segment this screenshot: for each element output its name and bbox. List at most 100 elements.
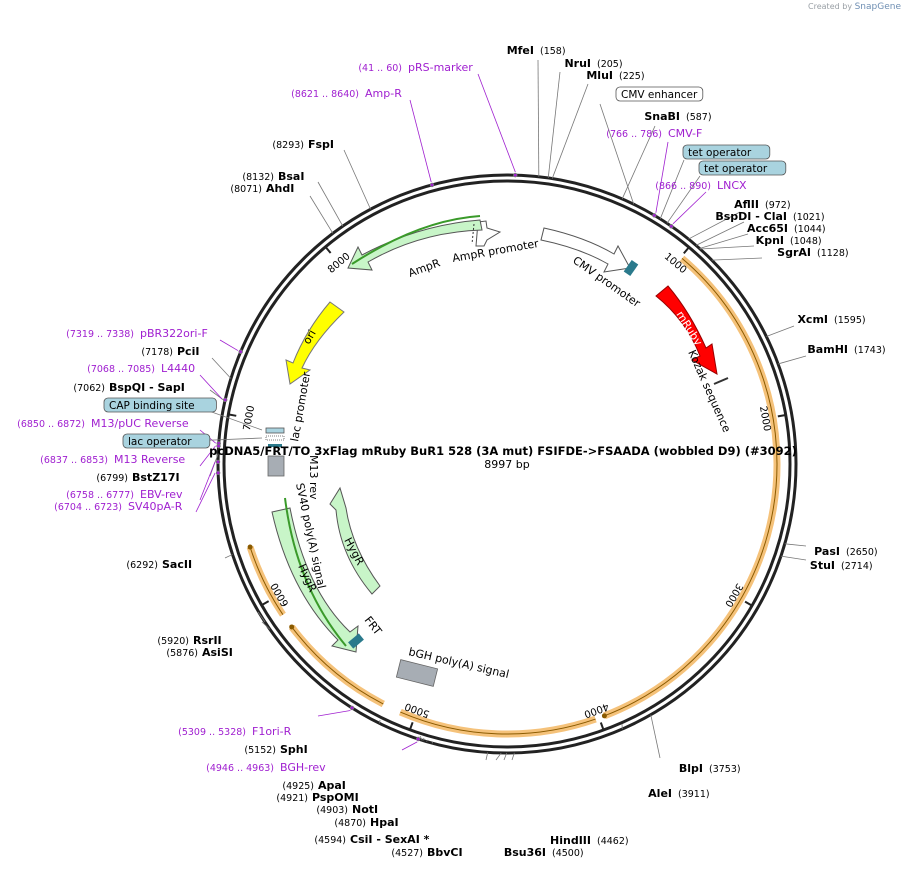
enzyme-pos: (6799) [96,473,128,484]
enzyme-fspi[interactable]: (8293)FspI [272,138,334,151]
primer-leader [219,339,239,351]
enzyme-xcmi[interactable]: XcmI(1595) [797,313,865,326]
enzyme-sgrai[interactable]: SgrAI(1128) [777,246,848,259]
f1-arrowhead [247,544,253,550]
enzyme-name: HindIII [550,834,591,847]
primer-lncx[interactable]: (866 .. 890)LNCX [655,179,747,192]
enzyme-hindiii[interactable]: HindIII (4462) [550,834,629,847]
enzyme-alei[interactable]: AleI(3911) [648,787,709,800]
leader [688,211,741,240]
leader [261,621,271,630]
primer-range: (4946 .. 4963) [206,763,274,774]
primer-f1ori-r[interactable]: (5309 .. 5328)F1ori-R [178,725,291,738]
ori-arrow [285,301,345,385]
feature-cap-binding-site[interactable]: CAP binding site [103,397,217,413]
enzyme-name: MluI [586,69,613,82]
primer-pbr322ori-f[interactable]: (7319 .. 7338)pBR322ori-F [66,327,208,340]
enzyme-aflii[interactable]: AflII(972) [734,198,790,211]
enzyme-mfei[interactable]: MfeI(158) [507,44,566,57]
enzyme-blpi[interactable]: BlpI(3753) [679,762,741,775]
enzyme-pos: (4594) [314,835,346,846]
primer-prs-marker[interactable]: (41 .. 60)pRS-marker [358,61,473,74]
leader [659,159,685,220]
feature-box [122,433,211,449]
enzyme-pcii[interactable]: (7178)PciI [141,345,199,358]
enzyme-kpni[interactable]: KpnI(1048) [756,234,822,247]
enzyme-pos: (2714) [841,561,873,572]
enzyme-asisi[interactable]: (5876)AsiSI [166,646,232,659]
primer-name: M13 Reverse [114,453,185,466]
plasmid-name: pcDNA5/FRT/TO 3xFlag mRuby BuR1 528 (3A … [209,444,797,458]
enzyme-hpai[interactable]: (4870)HpaI [334,816,398,829]
primer-amp-r[interactable]: (8621 .. 8640)Amp-R [291,87,402,100]
enzyme-bbvci[interactable]: (4527)BbvCI [391,846,462,859]
sv40-block [267,455,285,477]
primer-l4440[interactable]: (7068 .. 7085)L4440 [87,362,195,375]
enzyme-pasi[interactable]: PasI(2650) [814,545,877,558]
enzyme-bstz17i[interactable]: (6799)BstZ17I [96,471,179,484]
primer-mark [415,736,421,742]
enzyme-pos: (4462) [597,836,629,847]
enzyme-bamhi[interactable]: BamHI(1743) [807,343,885,356]
enzyme-nrui[interactable]: NruI(205) [564,57,622,70]
enzyme-pos: (205) [597,59,623,70]
enzyme-noti[interactable]: (4903)NotI [316,803,378,816]
enzyme-bsai[interactable]: (8132)BsaI [242,170,304,183]
enzyme-name: Acc65I [747,222,788,235]
primer-range: (7319 .. 7338) [66,329,134,340]
enzyme-name: AsiSI [202,646,233,659]
enzyme-pos: (1048) [790,236,822,247]
leader [209,389,226,402]
feature-name: lac operator [128,436,192,448]
enzyme-name: Bsu36I [504,846,546,859]
tick-3000 [744,600,753,607]
sv40-arrowhead [289,624,295,630]
feature-tet-operator[interactable]: tet operator [698,160,787,176]
primer-m13-puc-reverse[interactable]: (6850 .. 6872)M13/pUC Reverse [17,417,189,430]
enzyme-name: RsrII [193,634,222,647]
primer-cmv-f[interactable]: (766 .. 786)CMV-F [606,127,702,140]
enzyme-pspomi[interactable]: (4921)PspOMI [276,791,358,804]
enzyme-name: SnaBI [644,110,680,123]
leader [711,257,763,261]
leader [485,752,489,761]
enzyme-bspdi[interactable]: BspDI - ClaI(1021) [715,210,824,223]
primer-mark [216,443,221,449]
enzyme-stui[interactable]: StuI(2714) [810,559,873,572]
enzyme-pos: (5152) [244,745,276,756]
primer-ebv-rev[interactable]: (6758 .. 6777)EBV-rev [66,488,183,501]
enzyme-acc65i[interactable]: Acc65I(1044) [747,222,826,235]
primer-name: L4440 [161,362,195,375]
feature-lac-operator[interactable]: lac operator [122,433,211,449]
enzyme-csii[interactable]: (4594)CsiI - SexAI * [314,833,429,846]
created-by-badge: Created by SnapGene [808,2,901,12]
enzyme-mlui[interactable]: MluI(225) [586,69,644,82]
enzyme-name: NotI [352,803,378,816]
primer-sv40pa-r[interactable]: (6704 .. 6723)SV40pA-R [54,500,183,513]
enzyme-pos: (1021) [793,212,825,223]
primer-bgh-rev[interactable]: (4946 .. 4963)BGH-rev [206,761,326,774]
ampr-promoter-label: AmpR promoter [451,237,540,265]
primer-leader [195,472,216,513]
enzyme-apai[interactable]: (4925)ApaI [282,779,346,792]
feature-tet-operator[interactable]: tet operator [682,144,771,160]
feature-cmv-enhancer[interactable]: CMV enhancer [615,86,704,102]
enzyme-ahdi[interactable]: (8071)AhdI [230,182,294,195]
enzyme-pos: (4925) [282,781,314,792]
enzyme-bsu36i[interactable]: Bsu36I(4500) [504,846,584,859]
primer-m13-reverse[interactable]: (6837 .. 6853)M13 Reverse [40,453,185,466]
enzyme-name: BspQI - SapI [109,381,185,394]
leader [257,611,266,623]
enzyme-sphi[interactable]: (5152) SphI [244,743,307,756]
enzyme-sacii[interactable]: (6292)SacII [126,558,192,571]
leader [419,735,423,741]
leader [317,181,344,227]
enzyme-name: SphI [280,743,308,756]
enzyme-bspqi[interactable]: (7062)BspQI - SapI [73,381,184,394]
enzyme-name: HpaI [370,816,399,829]
primer-range: (8621 .. 8640) [291,89,359,100]
enzyme-rsrii[interactable]: (5920)RsrII [157,634,221,647]
leader [700,245,755,250]
enzyme-snabi[interactable]: SnaBI(587) [644,110,711,123]
